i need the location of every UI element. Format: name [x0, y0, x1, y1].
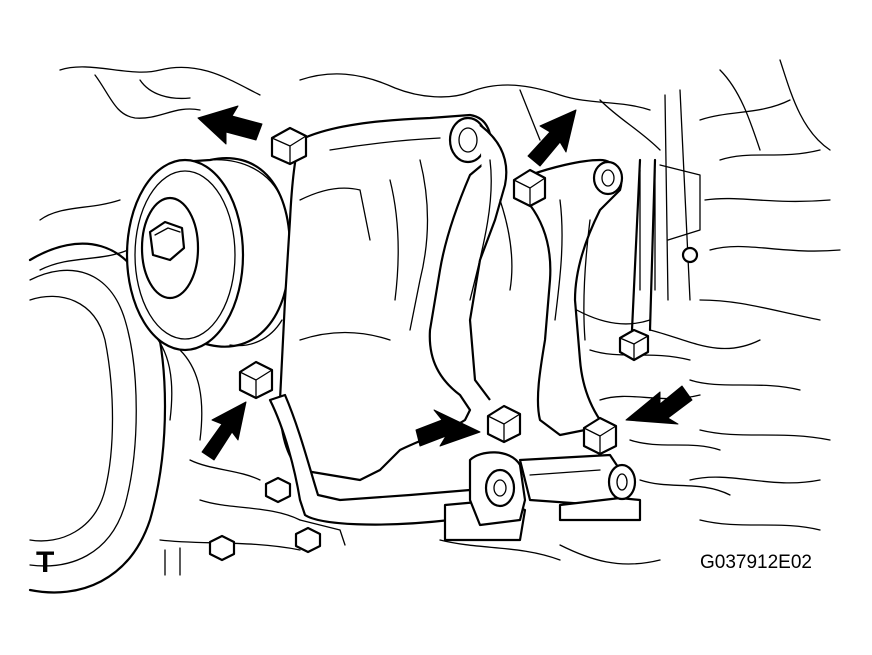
bolt-bottom-small: [208, 476, 322, 562]
arrow-top-right: [527, 109, 577, 167]
idler-pulley: [125, 157, 292, 352]
right-rod: [630, 158, 701, 332]
bolt-lower-right: [582, 416, 618, 456]
lower-brace: [268, 393, 642, 542]
arrow-middle-left: [201, 401, 247, 461]
engine-block-background: [39, 59, 841, 576]
crank-pulley: [28, 242, 167, 594]
bolt-top-right: [512, 168, 547, 208]
arrow-top-left: [197, 105, 263, 145]
arrow-lower-center: [415, 409, 481, 447]
corner-label: T: [36, 546, 55, 579]
rear-bracket: [499, 158, 624, 437]
figure-code: G037912E02: [700, 552, 812, 573]
bolt-top-left: [270, 126, 308, 166]
arrow-lower-right: [625, 385, 693, 425]
bolt-right-small: [618, 328, 650, 362]
mounting-bracket: [278, 113, 508, 482]
bolt-middle-left: [238, 360, 274, 400]
bolt-lower-center: [486, 404, 522, 444]
